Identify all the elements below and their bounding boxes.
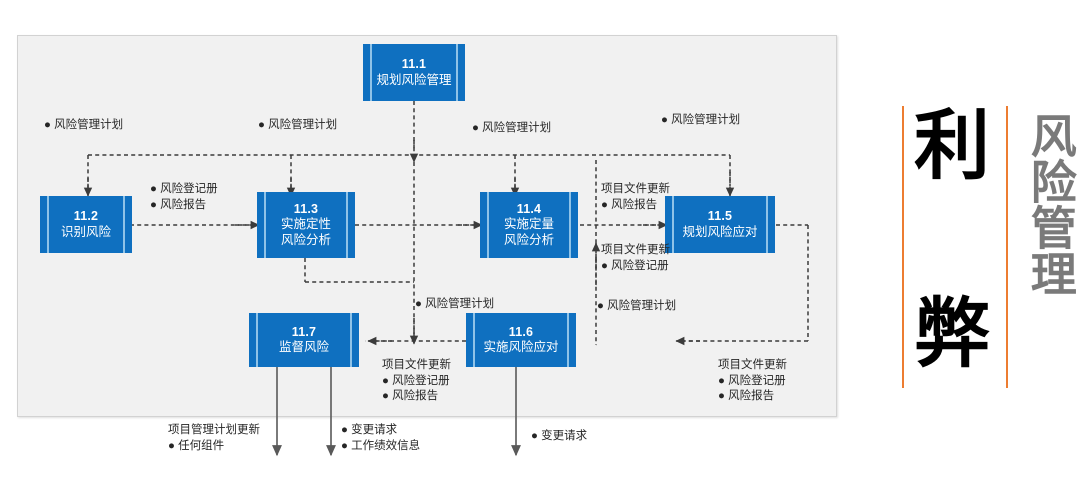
box-number: 11.6 <box>508 324 534 339</box>
box-title: 识别风险 <box>60 224 111 239</box>
box-accent-left <box>370 44 372 101</box>
side-char-top: 利 <box>914 101 990 190</box>
label-docs-both-center: 项目文件更新 ● 风险登记册 ● 风险报告 <box>382 359 451 403</box>
box-number: 11.1 <box>401 57 427 72</box>
box-title: 实施风险应对 <box>483 340 559 354</box>
box-accent-left <box>487 192 489 258</box>
box-accent-left <box>256 313 258 367</box>
label-change-work: ● 变更请求 ● 工作绩效信息 <box>341 424 421 452</box>
box-accent-left <box>672 196 674 253</box>
box-accent-right <box>346 192 348 258</box>
process-box-11-1[interactable]: 11.1 规划风险管理 <box>363 44 465 101</box>
box-accent-right <box>350 313 352 367</box>
label-plan-mid: ● 风险管理计划 <box>415 298 495 310</box>
box-number: 11.2 <box>73 209 99 224</box>
label-register-report: ● 风险登记册 ● 风险报告 <box>150 183 218 211</box>
label-plan-3: ● 风险管理计划 <box>472 122 552 134</box>
box-number: 11.4 <box>516 202 542 217</box>
label-docs-register: 项目文件更新 ● 风险登记册 <box>601 244 670 272</box>
box-accent-left <box>473 313 475 367</box>
process-box-11-3[interactable]: 11.3 实施定性 风险分析 <box>257 192 355 258</box>
label-plan-right: ● 风险管理计划 <box>597 300 677 312</box>
box-number: 11.7 <box>291 324 317 339</box>
label-change-request: ● 变更请求 <box>531 430 588 442</box>
box-accent-right <box>123 196 125 253</box>
box-accent-right <box>569 192 571 258</box>
box-title: 实施定性 风险分析 <box>280 217 331 247</box>
box-number: 11.5 <box>707 209 733 224</box>
process-box-11-4[interactable]: 11.4 实施定量 风险分析 <box>480 192 578 258</box>
label-docs-both-right: 项目文件更新 ● 风险登记册 ● 风险报告 <box>718 359 787 403</box>
side-panel: 利 弊 风险管理 <box>880 90 1080 400</box>
process-box-11-6[interactable]: 11.6 实施风险应对 <box>466 313 576 367</box>
box-title: 规划风险管理 <box>376 72 452 87</box>
box-title: 实施定量 风险分析 <box>503 217 554 247</box>
side-title-vertical: 风险管理 <box>1023 112 1078 296</box>
process-box-11-5[interactable]: 11.5 规划风险应对 <box>665 196 775 253</box>
box-accent-right <box>766 196 768 253</box>
side-char-bottom: 弊 <box>914 289 990 378</box>
box-title: 监督风险 <box>278 340 329 354</box>
box-accent-left <box>47 196 49 253</box>
label-plan-2: ● 风险管理计划 <box>258 119 338 131</box>
label-docs-report: 项目文件更新 ● 风险报告 <box>601 183 670 211</box>
accent-rule-right <box>1006 106 1008 388</box>
label-plan-4: ● 风险管理计划 <box>661 114 741 126</box>
box-number: 11.3 <box>293 202 319 217</box>
box-title: 规划风险应对 <box>682 224 758 239</box>
label-plan-1: ● 风险管理计划 <box>44 119 124 131</box>
box-accent-right <box>456 44 458 101</box>
process-box-11-2[interactable]: 11.2 识别风险 <box>40 196 132 253</box>
box-accent-left <box>264 192 266 258</box>
label-pm-plan-update: 项目管理计划更新 ● 任何组件 <box>168 424 260 452</box>
box-accent-right <box>567 313 569 367</box>
accent-rule-left <box>902 106 904 388</box>
process-box-11-7[interactable]: 11.7 监督风险 <box>249 313 359 367</box>
